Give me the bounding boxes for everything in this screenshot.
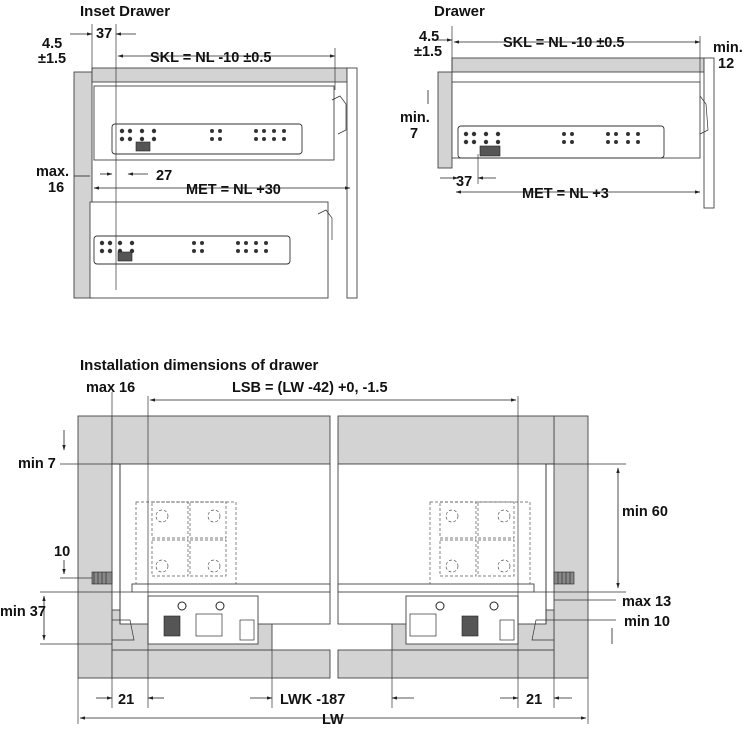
inset-drawer-diagram: Inset Drawer [36, 3, 358, 299]
drawer-min-label: min. [713, 40, 743, 56]
inset-tol-bottom: ±1.5 [38, 51, 66, 67]
dim21-right-label: 21 [526, 692, 542, 708]
dim21-left-label: 21 [118, 692, 134, 708]
runner-left [112, 595, 259, 645]
drawer-side-panel [437, 71, 453, 169]
cabinet-right-side [553, 415, 589, 679]
drawer-clip [479, 145, 501, 157]
max13-label: max 13 [622, 594, 671, 610]
runner-right [405, 595, 554, 645]
drawer-diagram: Drawer 4.5 ±1.5 SKL = NL -10 ±0.5 min. 1… [400, 3, 743, 209]
inset-lower-clip [117, 251, 133, 262]
drawer-met-label: MET = NL +3 [522, 186, 609, 202]
min60-label: min 60 [622, 504, 668, 520]
screw-left [91, 571, 113, 585]
inset-dim-37: 37 [96, 26, 112, 42]
inset-side-panel [73, 71, 93, 299]
drawer-back-panel [703, 57, 715, 209]
inset-upper-holes [119, 128, 286, 142]
cabinet-top-right [337, 415, 555, 465]
cabinet-bottom-left [111, 649, 331, 679]
drawer-skl-label: SKL = NL -10 ±0.5 [503, 35, 624, 51]
drawer-rail [457, 125, 665, 159]
installation-diagram: Installation dimensions of drawer [0, 357, 671, 728]
drawer-title: Drawer [434, 3, 485, 20]
lw-label: LW [322, 712, 344, 728]
min10-label: min 10 [624, 614, 670, 630]
lsb-label: LSB = (LW -42) +0, -1.5 [232, 380, 388, 396]
drawer-hinge [699, 95, 709, 135]
mounting-plate-right [429, 501, 531, 587]
inset-lower-hinge [317, 209, 333, 240]
min7-label: min 7 [18, 456, 56, 472]
mounting-plate-left [135, 501, 237, 587]
inset-back-panel [346, 67, 358, 299]
inset-skl-label: SKL = NL -10 ±0.5 [150, 50, 271, 66]
cabinet-top-left [111, 415, 331, 465]
drawer-top-panel [451, 57, 705, 73]
drawer-dim-37: 37 [456, 174, 472, 190]
drawer-bottom-right [337, 583, 535, 593]
inset-met-label: MET = NL +30 [186, 182, 281, 198]
dim10-label: 10 [54, 544, 70, 560]
installation-title: Installation dimensions of drawer [80, 357, 319, 374]
inset-lower-rail [93, 235, 291, 265]
inset-top-panel [91, 67, 348, 83]
lwk-label: LWK -187 [280, 692, 345, 708]
screw-right [553, 571, 575, 585]
cabinet-left-side [77, 415, 113, 679]
cabinet-bottom-right [337, 649, 555, 679]
drawer-min-value: 12 [718, 56, 734, 72]
inset-max-label: max. [36, 164, 69, 180]
inset-upper-clip [135, 141, 151, 152]
drawer-holes [463, 131, 640, 145]
min37-label: min 37 [0, 604, 46, 620]
drawer-tol-bottom: ±1.5 [414, 44, 442, 60]
inset-drawer-title: Inset Drawer [80, 3, 170, 20]
drawer-bottom-left [131, 583, 331, 593]
inset-upper-hinge [331, 95, 347, 135]
inset-tol-top: 4.5 [42, 36, 62, 52]
drawer-tol-top: 4.5 [419, 29, 439, 45]
drawer-min7-label: min. [400, 110, 430, 126]
drawer-min7-value: 7 [410, 126, 418, 142]
max16-label: max 16 [86, 380, 135, 396]
inset-max-value: 16 [48, 180, 64, 196]
inset-dim-27: 27 [156, 168, 172, 184]
